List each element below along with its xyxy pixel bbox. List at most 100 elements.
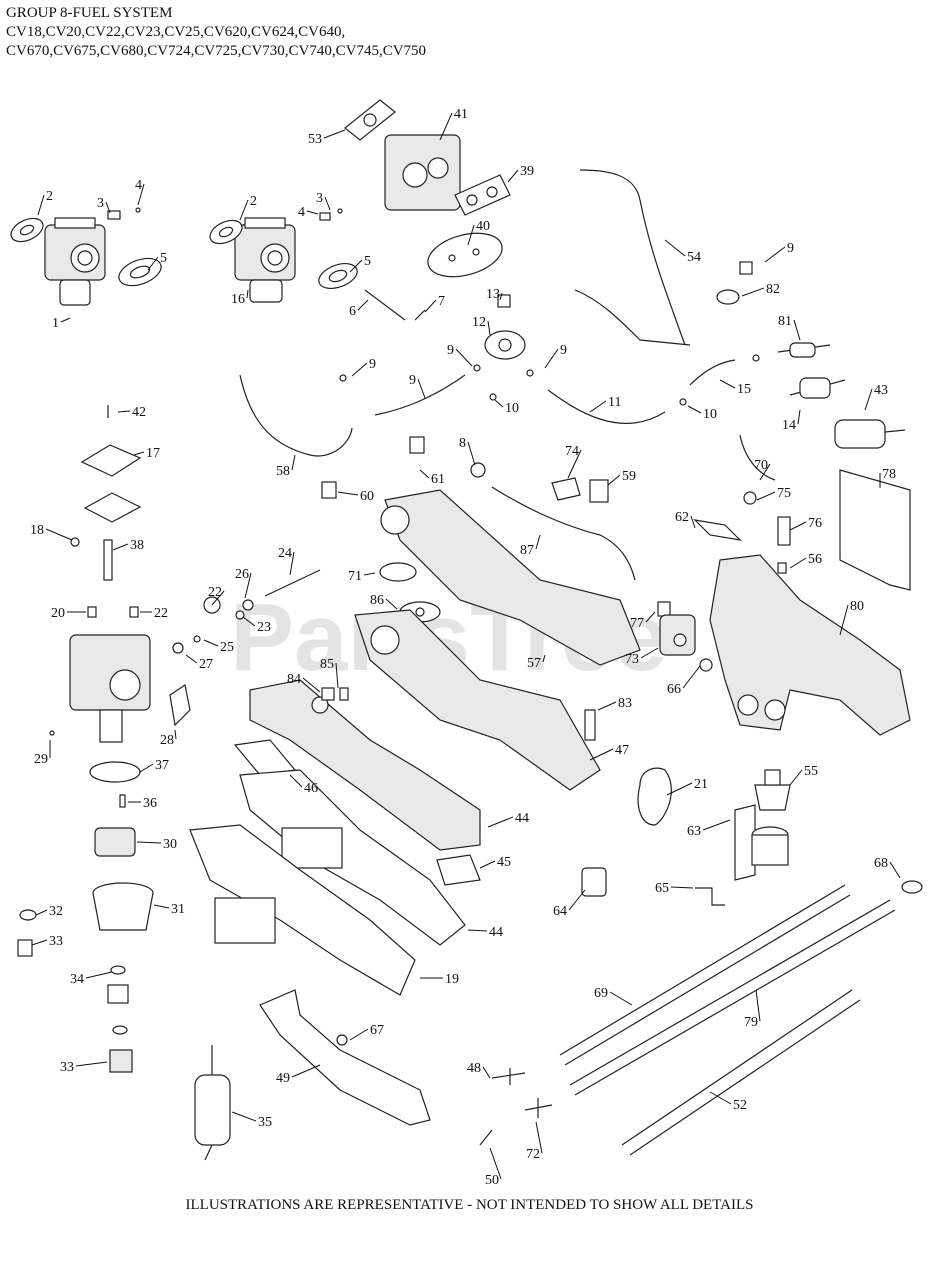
gasket-44-b[interactable] — [436, 854, 481, 886]
bowl-32[interactable] — [92, 882, 154, 931]
tie-56[interactable] — [739, 434, 776, 481]
fuel-line-62[interactable] — [491, 486, 636, 581]
elbow-68[interactable] — [695, 887, 725, 906]
part-4-left[interactable] — [135, 207, 141, 213]
part-76[interactable] — [743, 491, 757, 505]
o-ring-33-b[interactable] — [110, 965, 126, 975]
washer-57[interactable] — [699, 658, 713, 672]
part-9-b[interactable] — [526, 369, 534, 377]
fitting-34[interactable] — [17, 939, 33, 957]
clamp-55[interactable] — [637, 767, 672, 826]
shaft-6[interactable] — [364, 289, 406, 321]
gasket-86[interactable] — [379, 562, 417, 582]
carburetor-body-lower[interactable] — [69, 634, 151, 743]
manifold-86-upper[interactable] — [380, 489, 641, 666]
part-74[interactable] — [470, 462, 486, 478]
regulator-bracket-64[interactable] — [734, 804, 789, 881]
part-49[interactable] — [336, 1034, 348, 1046]
sensor-60[interactable] — [589, 479, 609, 503]
part-73[interactable] — [657, 601, 671, 617]
tube-67[interactable] — [621, 989, 861, 1156]
hose-54[interactable] — [579, 169, 686, 346]
part-20[interactable] — [103, 539, 113, 581]
part-37[interactable] — [49, 730, 55, 736]
part-25[interactable] — [235, 610, 245, 620]
cover-18[interactable] — [80, 444, 142, 477]
gasket-2-center[interactable] — [206, 216, 245, 248]
part-9-a[interactable] — [473, 364, 481, 372]
fuel-filter-58[interactable] — [834, 419, 906, 449]
hose-14[interactable] — [689, 359, 736, 386]
gasket-18b[interactable] — [83, 492, 142, 523]
fuel-filter-15[interactable] — [777, 342, 831, 358]
solenoid-31[interactable] — [94, 827, 136, 857]
spring-22-a[interactable] — [87, 606, 97, 618]
sensor-66[interactable] — [659, 614, 696, 656]
gasket-2-left[interactable] — [7, 214, 46, 246]
part-9-c[interactable] — [339, 374, 347, 382]
part-80[interactable] — [777, 562, 787, 574]
part-30[interactable] — [119, 794, 126, 808]
spring-22-b[interactable] — [129, 606, 139, 618]
gasket-5-left[interactable] — [115, 253, 165, 291]
bracket-48[interactable] — [259, 989, 431, 1126]
part-4-center[interactable] — [319, 212, 331, 221]
part-27[interactable] — [193, 635, 201, 643]
gasket-5-center[interactable] — [315, 259, 360, 293]
fuel-filter-43[interactable] — [789, 377, 846, 399]
gasket-39[interactable] — [454, 174, 511, 216]
shield-78[interactable] — [839, 469, 911, 591]
hose-54-lower[interactable] — [574, 289, 691, 346]
o-ring-33-a[interactable] — [19, 909, 37, 921]
manifold-85-lower[interactable] — [354, 609, 601, 791]
manifold-19[interactable] — [239, 769, 466, 946]
manifold-21[interactable] — [189, 824, 416, 996]
fitting-70[interactable] — [777, 516, 791, 546]
part-3-center[interactable] — [337, 208, 343, 214]
part-9-e[interactable] — [752, 354, 760, 362]
bracket-75[interactable] — [693, 519, 742, 541]
carburetor-left[interactable] — [44, 217, 106, 306]
tube-79[interactable] — [559, 884, 851, 1066]
part-28[interactable] — [172, 642, 184, 654]
sensor-65[interactable] — [581, 867, 607, 897]
fitting-72[interactable] — [491, 1068, 526, 1085]
carburetor-41[interactable] — [384, 134, 461, 211]
fitting-50[interactable] — [524, 1098, 553, 1118]
pressure-regulator-63[interactable] — [754, 769, 791, 811]
part-11[interactable] — [489, 393, 497, 401]
clip-82[interactable] — [739, 261, 753, 275]
part-3-left[interactable] — [107, 210, 121, 220]
fuel-pump-61[interactable] — [194, 1045, 231, 1161]
gasket-36[interactable] — [89, 761, 141, 783]
solenoid-35[interactable] — [109, 1049, 133, 1073]
tube-52[interactable] — [569, 899, 896, 1096]
bolt-47[interactable] — [584, 709, 596, 741]
clamp-81[interactable] — [716, 289, 740, 305]
bracket-29[interactable] — [169, 684, 191, 727]
part-83[interactable] — [321, 687, 335, 701]
pin-7[interactable] — [414, 309, 426, 321]
part-38[interactable] — [70, 537, 80, 547]
hose-10-a[interactable] — [374, 374, 466, 416]
manifold-77[interactable] — [709, 554, 911, 736]
hose-10-b[interactable] — [547, 389, 666, 424]
shaft-23[interactable] — [264, 569, 321, 597]
bracket-59[interactable] — [551, 477, 581, 501]
part-51[interactable] — [479, 1129, 493, 1146]
part-9-d[interactable] — [679, 398, 687, 406]
plate-40[interactable] — [423, 226, 507, 284]
line-42[interactable] — [239, 374, 353, 457]
gasket-44-a[interactable] — [233, 739, 297, 776]
part-24[interactable] — [242, 599, 254, 611]
o-ring-35[interactable] — [112, 1025, 128, 1035]
fuel-pump-12[interactable] — [484, 330, 526, 360]
part-84[interactable] — [339, 687, 349, 701]
plug-33[interactable] — [107, 984, 129, 1004]
manifold-45[interactable] — [249, 679, 481, 851]
carburetor-center[interactable] — [234, 217, 296, 303]
clip-8[interactable] — [409, 436, 425, 454]
gasket-53[interactable] — [344, 99, 396, 141]
clamp-69[interactable] — [901, 880, 923, 894]
sensor-71[interactable] — [321, 481, 337, 499]
